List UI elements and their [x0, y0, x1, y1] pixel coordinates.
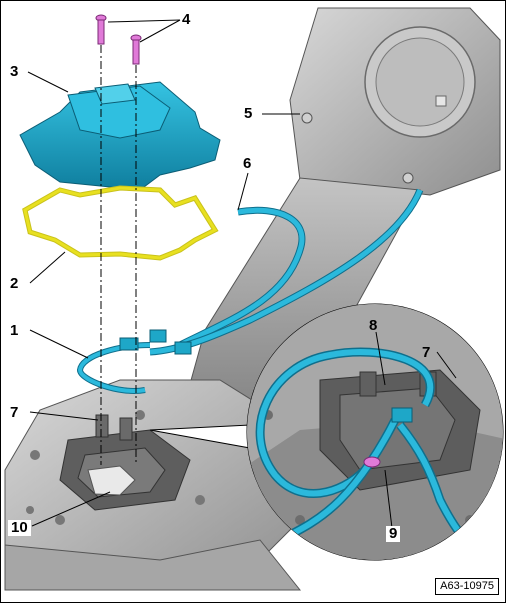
figure-reference-code: A63-10975: [435, 578, 499, 595]
callout-4: 4: [182, 11, 191, 28]
callout-8: 8: [369, 317, 378, 334]
callout-2: 2: [10, 275, 19, 292]
callout-6: 6: [243, 155, 252, 172]
callout-9: 9: [386, 526, 401, 542]
callout-7-detail: 7: [422, 344, 431, 361]
housing-top-assembly: [289, 7, 501, 196]
housing-lower: [4, 379, 302, 591]
callout-7: 7: [10, 404, 19, 421]
callout-10: 10: [8, 520, 31, 536]
vacuum-unit-cover: [19, 81, 221, 191]
callout-1: 1: [10, 322, 19, 339]
screws: [95, 14, 142, 65]
vacuum-hoses: [76, 188, 424, 394]
leader-lines: [27, 19, 457, 529]
gasket-highlight: [23, 186, 218, 260]
detail-view: [246, 303, 504, 561]
callout-3: 3: [10, 63, 19, 80]
assembly-lines: [100, 45, 137, 465]
callout-5: 5: [244, 105, 253, 122]
gasket: [22, 185, 219, 261]
